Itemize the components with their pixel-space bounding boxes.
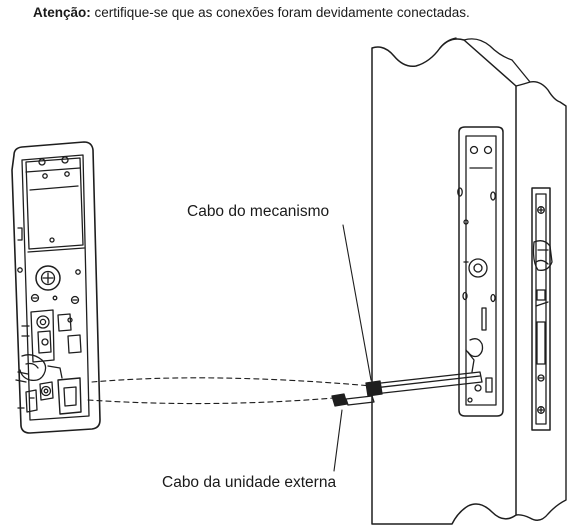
external-unit [11, 141, 101, 434]
attention-text: certifique-se que as conexões foram devi… [90, 5, 470, 20]
mechanism-cable-label: Cabo do mecanismo [187, 203, 330, 220]
external-unit-cable-label: Cabo da unidade externa [162, 474, 337, 491]
mounting-plate [457, 126, 504, 417]
mortise-faceplate [531, 187, 553, 431]
attention-prefix: Atenção: [33, 5, 91, 20]
cable-routes [87, 224, 483, 472]
attention-notice: Atenção: certifique-se que as conexões f… [33, 5, 569, 20]
door [371, 37, 567, 525]
